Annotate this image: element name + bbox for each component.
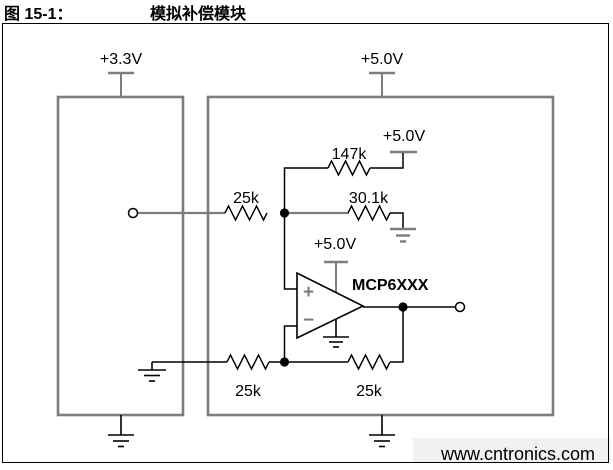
ground-left-block — [138, 362, 166, 382]
supply-5v-opamp: +5.0V — [314, 236, 357, 292]
resistors — [224, 159, 391, 371]
resistor-gain-25k — [226, 353, 270, 371]
resistor-pullup-147k — [327, 159, 371, 177]
resistor-feedback-25k — [347, 353, 391, 371]
resistor-input-label: 25k — [233, 190, 260, 207]
resistor-divider-label: 30.1k — [349, 190, 389, 207]
figure-number: 图 15-1： — [4, 5, 72, 23]
ground-below-right-block — [369, 415, 395, 448]
wire-node-to-plus-input — [283, 213, 297, 290]
supply-5v-top-label: +5.0V — [361, 51, 404, 68]
resistor-gain-label: 25k — [235, 383, 262, 400]
wire-feedback-up — [390, 307, 404, 363]
watermark-background — [413, 438, 611, 463]
opamp-triangle — [296, 271, 365, 340]
ground-opamp — [323, 319, 349, 348]
ground-below-left-block — [108, 415, 134, 448]
wire-node-to-147k — [283, 167, 328, 213]
wire-147k-to-5v — [370, 153, 404, 169]
node-dot-output — [398, 302, 408, 312]
supply-5v-top: +5.0V — [361, 51, 404, 97]
watermark-text: www.cntronics.com — [440, 444, 595, 464]
block-outlines — [56, 95, 555, 417]
junction-dots — [279, 208, 408, 367]
node-dot-gain — [279, 357, 290, 367]
ground-divider — [390, 227, 416, 243]
supply-5v-pullup-label: +5.0V — [383, 128, 426, 145]
supply-3v3-label: +3.3V — [100, 51, 143, 68]
figure-title: 模拟补偿模块 — [150, 4, 247, 23]
supply-5v-opamp-label: +5.0V — [314, 236, 357, 253]
node-dot-input — [279, 208, 290, 218]
opamp-plus-input: + — [303, 282, 314, 303]
wire-divider-to-ground — [390, 212, 404, 229]
supply-5v-pullup: +5.0V — [383, 128, 426, 154]
input-terminal — [127, 207, 139, 219]
right-block-analog — [206, 95, 555, 417]
output-terminal — [454, 301, 466, 313]
supply-3v3: +3.3V — [100, 51, 143, 97]
opamp-part-number: MCP6XXX — [352, 277, 429, 294]
resistor-pullup-label: 147k — [332, 146, 368, 163]
resistor-divider-30k1 — [347, 204, 391, 222]
resistor-input-25k — [224, 204, 268, 222]
resistor-feedback-label: 25k — [356, 383, 383, 400]
figure-border — [2, 23, 609, 463]
wire-minus-input — [283, 325, 297, 362]
opamp-minus-input: − — [303, 310, 314, 331]
opamp: + − MCP6XXX — [296, 271, 429, 340]
left-block-mcu — [56, 95, 185, 417]
